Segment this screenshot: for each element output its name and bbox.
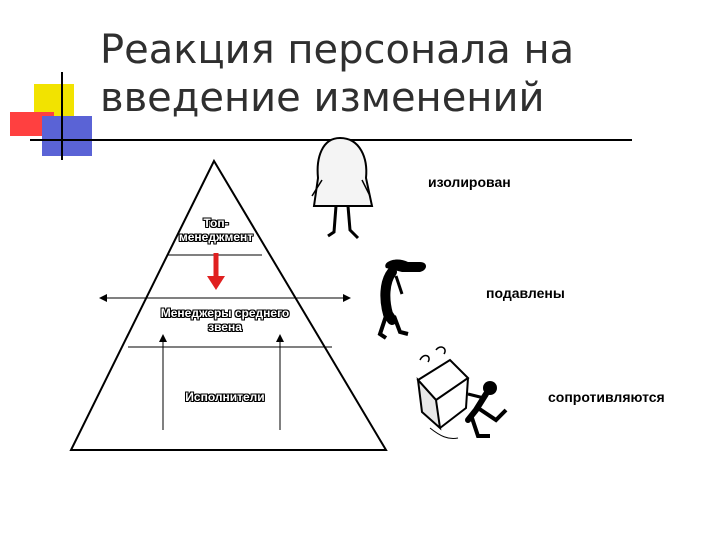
pressure-arrow-head bbox=[207, 276, 225, 290]
pyramid-outline bbox=[69, 158, 388, 451]
isolated-label: изолирован bbox=[428, 174, 511, 190]
title-line-2: введение изменений bbox=[100, 75, 545, 121]
resist-label: сопротивляются bbox=[548, 389, 665, 405]
executors-line: Исполнители bbox=[185, 390, 265, 404]
decor-blue-square bbox=[42, 116, 92, 156]
top-management-line-2: менеджмент bbox=[178, 230, 254, 244]
suppressed-figure-icon bbox=[377, 259, 426, 340]
slide-title: Реакция персонала на введение изменений bbox=[100, 26, 700, 122]
suppressed-label: подавлены bbox=[486, 285, 565, 301]
middle-managers-line-1: Менеджеры среднего bbox=[160, 306, 290, 320]
middle-managers-line-2: звена bbox=[208, 320, 242, 334]
top-management-label: Топ- менеджмент bbox=[166, 216, 266, 244]
ghost-figure-icon bbox=[311, 136, 374, 240]
title-line-1: Реакция персонала на bbox=[100, 27, 575, 73]
middle-managers-label: Менеджеры среднего звена bbox=[140, 306, 310, 334]
executors-label: Исполнители bbox=[170, 390, 280, 404]
top-management-line-1: Топ- bbox=[203, 216, 229, 230]
resisting-figure-icon bbox=[416, 346, 508, 439]
